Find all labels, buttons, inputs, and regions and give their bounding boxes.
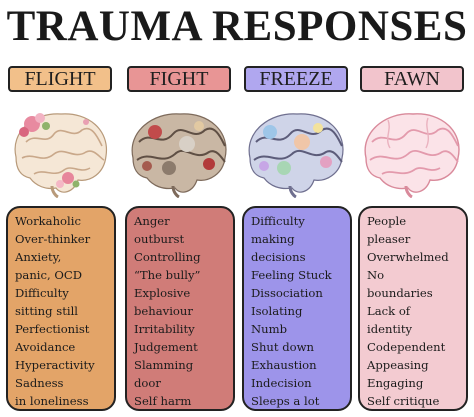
fight-label: FIGHT: [127, 66, 231, 92]
list-item: Judgement: [134, 340, 198, 354]
list-item: making: [251, 232, 295, 246]
list-item: Feeling Stuck: [251, 268, 332, 282]
list-item: Explosive: [134, 286, 191, 300]
list-item: “The bully”: [134, 268, 201, 282]
list-item: No: [367, 268, 385, 282]
list-item: Overwhelmed: [367, 250, 449, 264]
list-item: Codependent: [367, 340, 446, 354]
list-item: Isolating: [251, 304, 303, 318]
flight-label: FLIGHT: [8, 66, 112, 92]
list-item: Slamming: [134, 358, 194, 372]
fawn-list: People pleaser Overwhelmed No boundaries…: [358, 206, 468, 411]
flight-list: Workaholic Over-thinker Anxiety, panic, …: [6, 206, 116, 411]
list-item: Numb: [251, 322, 288, 336]
list-item: Anger: [134, 214, 170, 228]
column-fawn: FAWN People pleaser Overwhelmed No bound…: [356, 66, 468, 411]
list-item: Irritability: [134, 322, 195, 336]
column-fight: FIGHT Anger outburst Controlling “The bu…: [123, 66, 235, 411]
page-title: TRAUMA RESPONSES: [6, 3, 468, 50]
list-item: decisions: [251, 250, 306, 264]
brain-pink-outline-image: [364, 113, 460, 198]
list-item: Lack of: [367, 304, 411, 318]
list-item: in loneliness: [15, 394, 89, 408]
list-item: Dissociation: [251, 286, 323, 300]
list-item: Controlling: [134, 250, 201, 264]
fawn-label: FAWN: [360, 66, 464, 92]
list-item: behaviour: [134, 304, 193, 318]
list-item: Perfectionist: [15, 322, 90, 336]
list-item: door: [134, 376, 161, 390]
list-item: Over-thinker: [15, 232, 91, 246]
list-item: panic, OCD: [15, 268, 83, 282]
list-item: Sleeps a lot: [251, 394, 320, 408]
column-freeze: FREEZE Difficulty making decisions Feeli…: [240, 66, 352, 411]
list-item: Self critique: [367, 394, 440, 408]
list-item: pleaser: [367, 232, 411, 246]
list-item: Avoidance: [15, 340, 76, 354]
list-item: Engaging: [367, 376, 424, 390]
list-item: Self harm: [134, 394, 192, 408]
freeze-list: Difficulty making decisions Feeling Stuc…: [242, 206, 352, 411]
list-item: identity: [367, 322, 413, 336]
list-item: outburst: [134, 232, 185, 246]
list-item: Indecision: [251, 376, 312, 390]
list-item: Shut down: [251, 340, 315, 354]
freeze-label: FREEZE: [244, 66, 348, 92]
list-item: Workaholic: [15, 214, 81, 228]
list-item: Exhaustion: [251, 358, 317, 372]
list-item: boundaries: [367, 286, 433, 300]
list-item: Sadness: [15, 376, 64, 390]
list-item: sitting still: [15, 304, 78, 318]
list-item: Anxiety,: [15, 250, 62, 264]
fight-list: Anger outburst Controlling “The bully” E…: [125, 206, 235, 411]
column-flight: FLIGHT Workaholic Over-thinker Anxiety, …: [4, 66, 116, 411]
list-item: People: [367, 214, 407, 228]
list-item: Appeasing: [367, 358, 429, 372]
brain-pastel-collage-image: [248, 113, 344, 198]
list-item: Hyperactivity: [15, 358, 95, 372]
brain-collage-image: [131, 113, 227, 198]
list-item: Difficulty: [15, 286, 69, 300]
brain-with-flowers-image: [14, 113, 108, 198]
list-item: Difficulty: [251, 214, 305, 228]
